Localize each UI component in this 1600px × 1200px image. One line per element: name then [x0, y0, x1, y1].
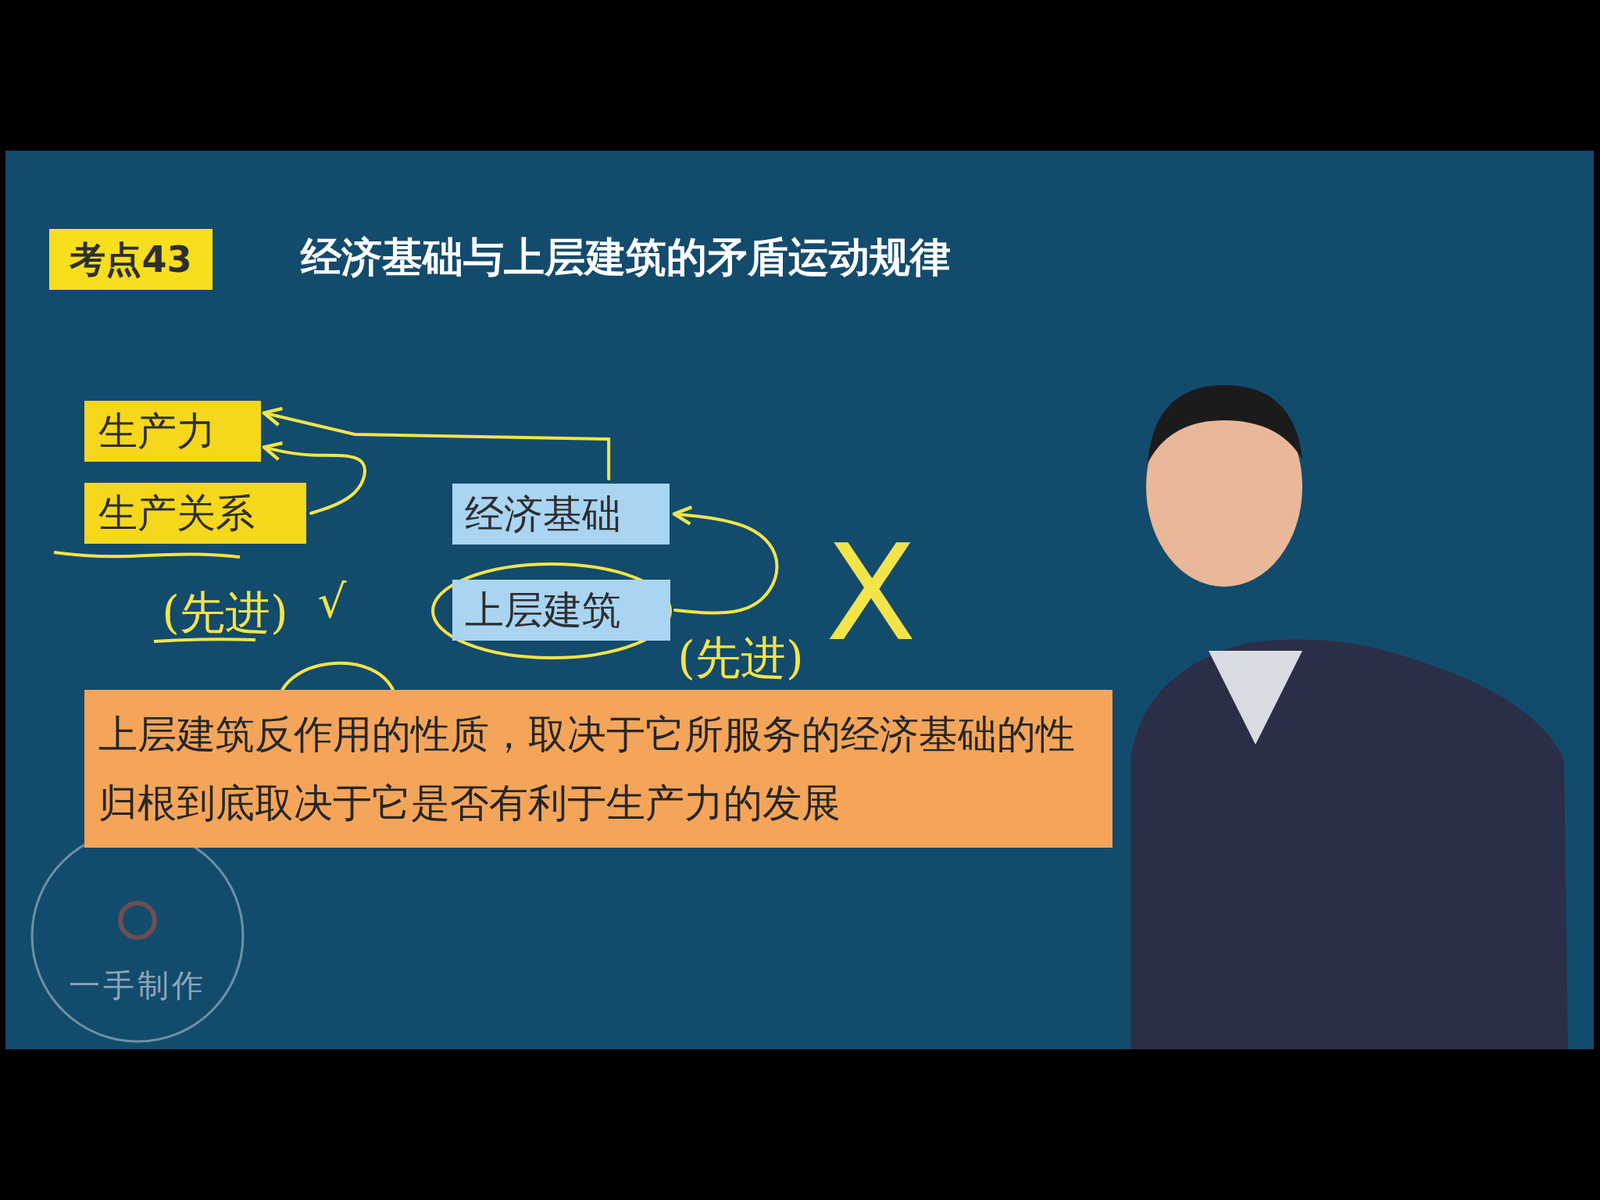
node-text: 考点43 [61, 234, 200, 285]
node-text: 经济基础 [464, 490, 658, 538]
cross-mark: X [825, 526, 917, 660]
underline-stroke [53, 552, 240, 558]
presenter-collar [1208, 650, 1303, 745]
handwritten-note: (先进) [161, 582, 288, 644]
node-text: 上层建筑反作用的性质，取决于它所服务的经济基础的性 [98, 700, 1099, 769]
node-text: 生产力 [98, 407, 247, 455]
hand-drawn-arrow [265, 413, 609, 479]
node-text: 上层建筑 [464, 586, 658, 634]
hand-drawn-arrow [675, 514, 778, 614]
concept-box: 经济基础 [452, 483, 670, 545]
concept-box: 生产关系 [84, 482, 307, 544]
concept-box: 上层建筑 [452, 579, 671, 641]
statement-band: 上层建筑反作用的性质，取决于它所服务的经济基础的性归根到底取决于它是否有利于生产… [84, 689, 1113, 848]
topic-tag: 考点43 [49, 228, 213, 290]
underline-stroke [153, 639, 256, 642]
slide-panel: 经济基础与上层建筑的矛盾运动规律 考点43 生产力生产关系 经济基础上层建筑上层建筑反… [5, 150, 1594, 1050]
circle-annotation [432, 564, 671, 658]
check-mark: √ [317, 575, 347, 629]
watermark-ring [32, 830, 243, 1042]
watermark-dot [120, 903, 155, 938]
node-text: 生产关系 [98, 489, 293, 537]
presenter-hair [1147, 385, 1303, 464]
handwritten-note: (先进) [677, 628, 804, 690]
concept-box: 生产力 [84, 400, 261, 462]
node-text: 归根到底取决于它是否有利于生产力的发展 [98, 768, 1099, 838]
watermark-text: 一手制作 [68, 964, 207, 1008]
presenter-body [1130, 639, 1568, 1050]
slide-title: 经济基础与上层建筑的矛盾运动规律 [300, 232, 951, 283]
